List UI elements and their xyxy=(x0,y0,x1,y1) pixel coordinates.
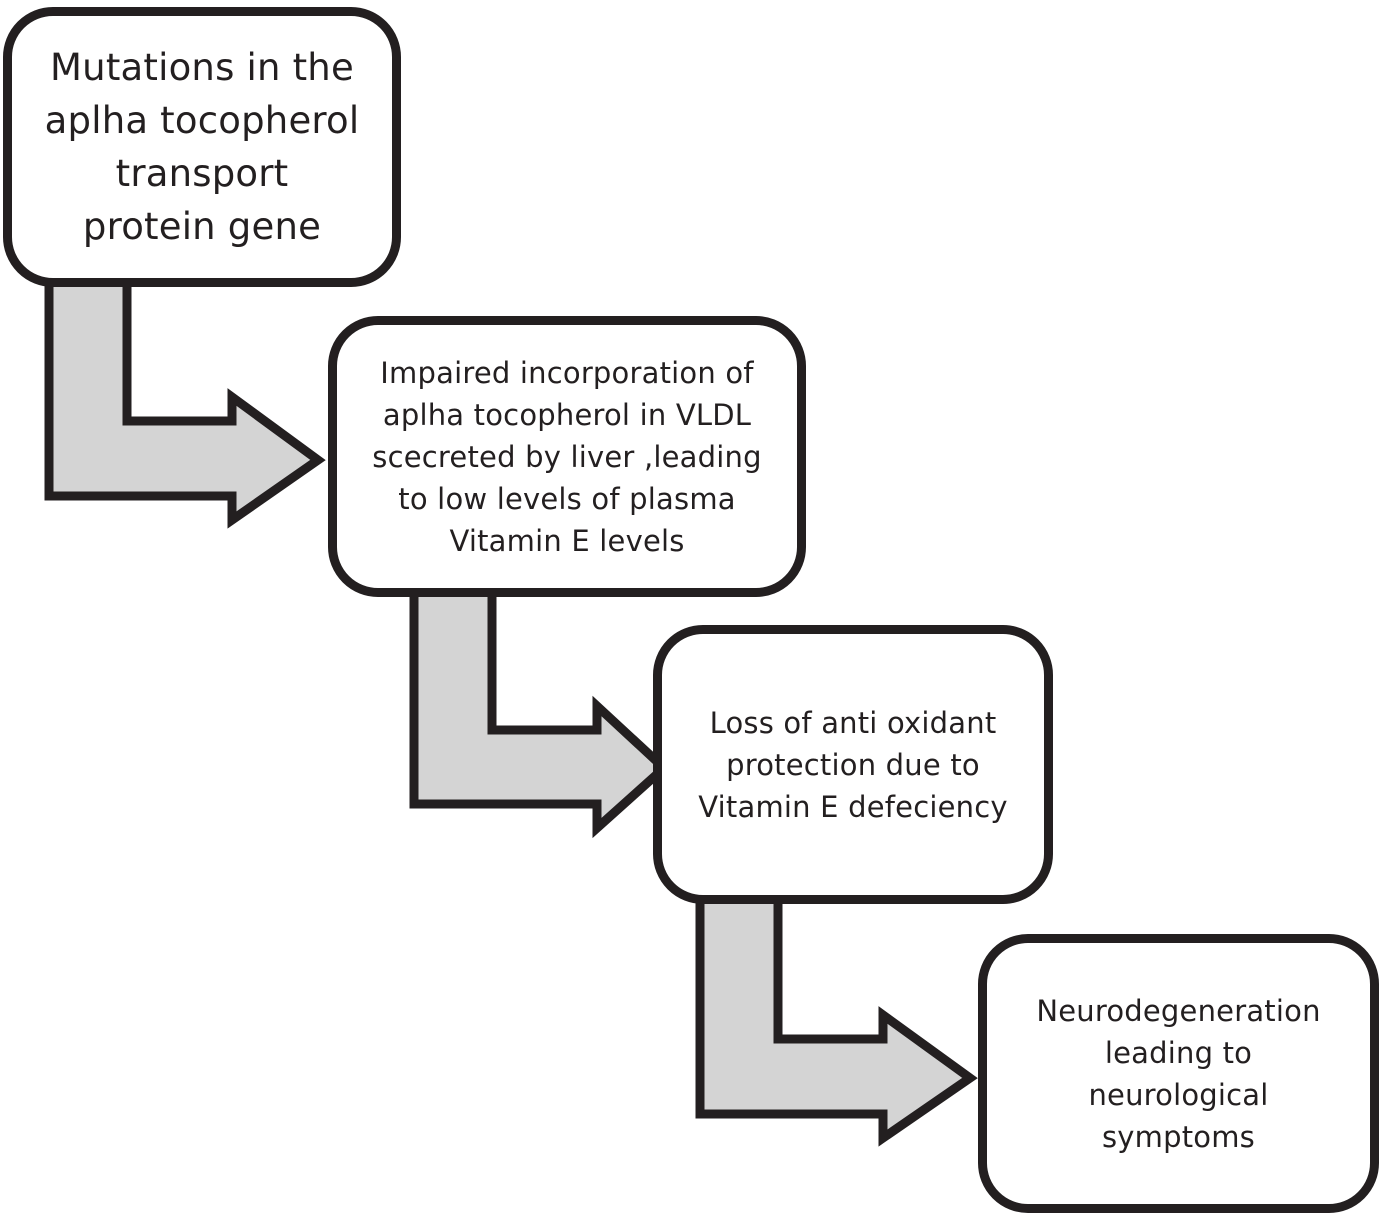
bent-arrow-1-to-2 xyxy=(44,275,326,529)
step-box-neurodegeneration: Neurodegeneration leading to neurologica… xyxy=(978,934,1379,1213)
step-box-antioxidant-loss: Loss of anti oxidant protection due to V… xyxy=(653,625,1053,904)
step-box-mutations: Mutations in the aplha tocopherol transp… xyxy=(3,7,401,287)
bent-arrow-2-to-3 xyxy=(409,585,671,839)
step-box-impaired-incorporation: Impaired incorporation of aplha tocopher… xyxy=(328,316,806,597)
bent-arrow-3-to-4 xyxy=(695,892,978,1147)
